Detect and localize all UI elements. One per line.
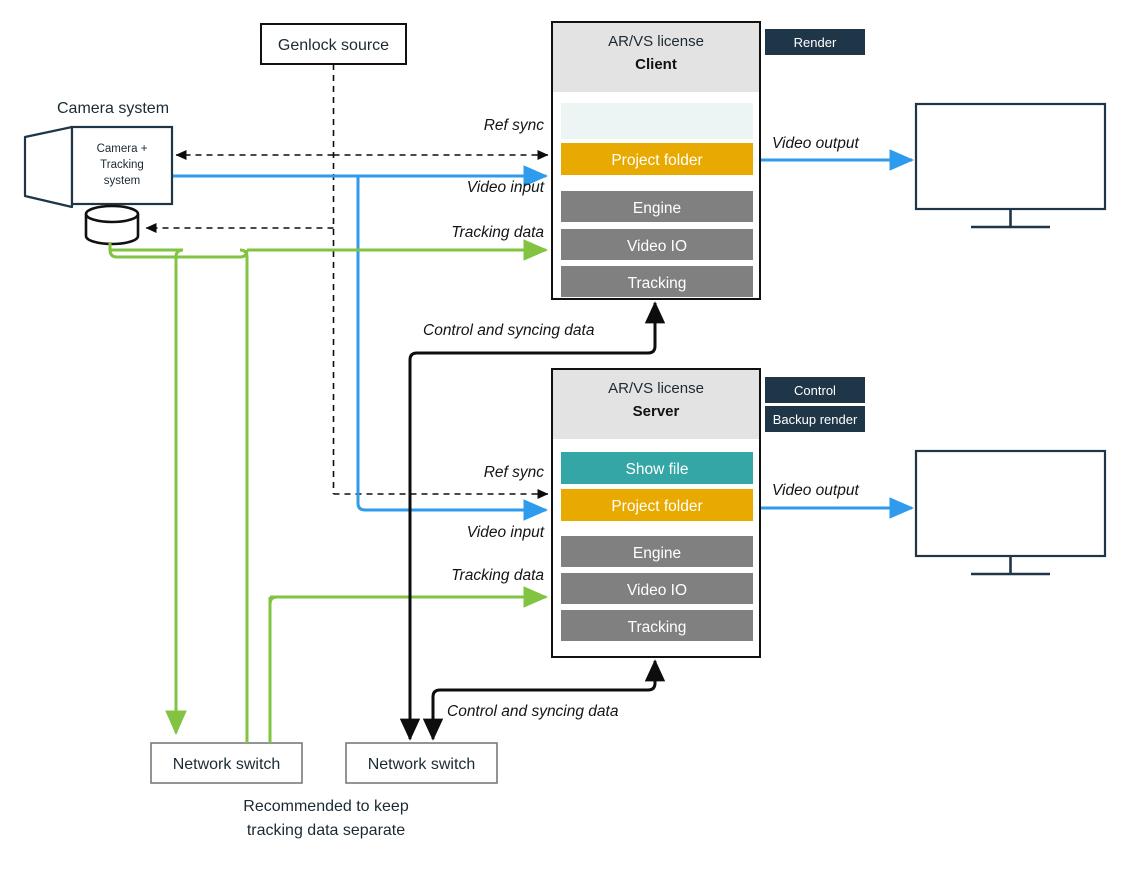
client-badge-render-label: Render — [794, 35, 837, 50]
camera-body-label-line1: Camera + — [97, 143, 148, 155]
client-block-engine — [561, 191, 753, 222]
client-block-engine-label: Engine — [633, 200, 681, 217]
control-network-switch-group: Network switch — [345, 742, 498, 784]
camera-lens-icon — [23, 125, 74, 209]
server-block-engine — [561, 536, 753, 567]
genlock-source-group: Genlock source — [260, 23, 407, 65]
client-badge-render — [765, 29, 865, 55]
server-role-label: Server — [633, 403, 680, 420]
label-control-sync-server: Control and syncing data — [447, 703, 619, 720]
client-block-tracking-label: Tracking — [628, 275, 687, 292]
label-video-output-server: Video output — [772, 482, 859, 499]
server-block-tracking-label: Tracking — [628, 619, 687, 636]
label-ref-sync-server: Ref sync — [484, 464, 545, 481]
server-block-project-folder-label: Project folder — [611, 498, 702, 515]
server-license-label: AR/VS license — [608, 380, 704, 397]
server-block-show-file — [561, 452, 753, 484]
camera-system-group: Camera system Camera + Tracking system — [23, 100, 174, 246]
genlock-source-label: Genlock source — [278, 37, 389, 54]
server-badge-control — [765, 377, 865, 403]
server-monitor-screen — [914, 449, 1107, 558]
server-block-tracking — [561, 610, 753, 641]
client-block-project-folder — [561, 143, 753, 175]
client-monitor-screen — [914, 102, 1107, 211]
tracking-network-switch-box — [150, 742, 303, 784]
client-block-project-folder-label: Project folder — [611, 152, 702, 169]
label-tracking-data-client: Tracking data — [451, 224, 544, 241]
label-control-sync-client: Control and syncing data — [423, 322, 595, 339]
camera-body-label-line3: system — [104, 175, 140, 187]
server-block-video-io — [561, 573, 753, 604]
video-input-server-wire — [356, 177, 549, 521]
client-node-group: AR/VS license Client Project folder Engi… — [551, 21, 865, 300]
tracking-camera-down-to-switch-wire — [165, 248, 187, 736]
label-video-output-client: Video output — [772, 135, 859, 152]
server-monitor-group — [914, 449, 1107, 576]
tracking-puck-top-icon — [84, 204, 140, 224]
client-block-tracking — [561, 266, 753, 297]
camera-system-title: Camera system — [57, 100, 169, 117]
tracking-network-switch-group: Network switch — [150, 742, 303, 784]
client-block-video-io — [561, 229, 753, 260]
camera-body-label-line2: Tracking — [100, 159, 144, 171]
note-line-1: Recommended to keep — [243, 798, 409, 815]
client-block-video-io-label: Video IO — [627, 238, 687, 255]
server-block-project-folder — [561, 489, 753, 521]
client-header — [553, 23, 759, 92]
client-monitor-group — [914, 102, 1107, 229]
label-ref-sync-client: Ref sync — [484, 117, 545, 134]
server-badge-backup-render — [765, 406, 865, 432]
server-node-group: AR/VS license Server Show file Project f… — [551, 368, 865, 658]
server-header — [553, 370, 759, 439]
label-video-input-server: Video input — [467, 524, 545, 541]
server-badge-backup-render-label: Backup render — [773, 412, 858, 427]
tracking-network-switch-label: Network switch — [173, 756, 281, 773]
control-sync-client-wire — [408, 301, 666, 739]
server-badge-control-label: Control — [794, 383, 836, 398]
tracking-client-down-to-switch-wire — [239, 248, 249, 743]
label-tracking-data-server: Tracking data — [451, 567, 544, 584]
control-network-switch-box — [345, 742, 498, 784]
note-line-2: tracking data separate — [247, 822, 405, 839]
server-block-video-io-label: Video IO — [627, 582, 687, 599]
control-sync-server-wire-path — [431, 661, 657, 739]
server-block-engine-label: Engine — [633, 545, 681, 562]
client-license-label: AR/VS license — [608, 33, 704, 50]
server-block-show-file-label: Show file — [626, 461, 689, 478]
control-network-switch-label: Network switch — [368, 756, 476, 773]
client-role-label: Client — [635, 56, 677, 73]
client-block-placeholder — [561, 103, 753, 139]
camera-body — [70, 125, 174, 206]
label-video-input-client: Video input — [467, 179, 545, 196]
